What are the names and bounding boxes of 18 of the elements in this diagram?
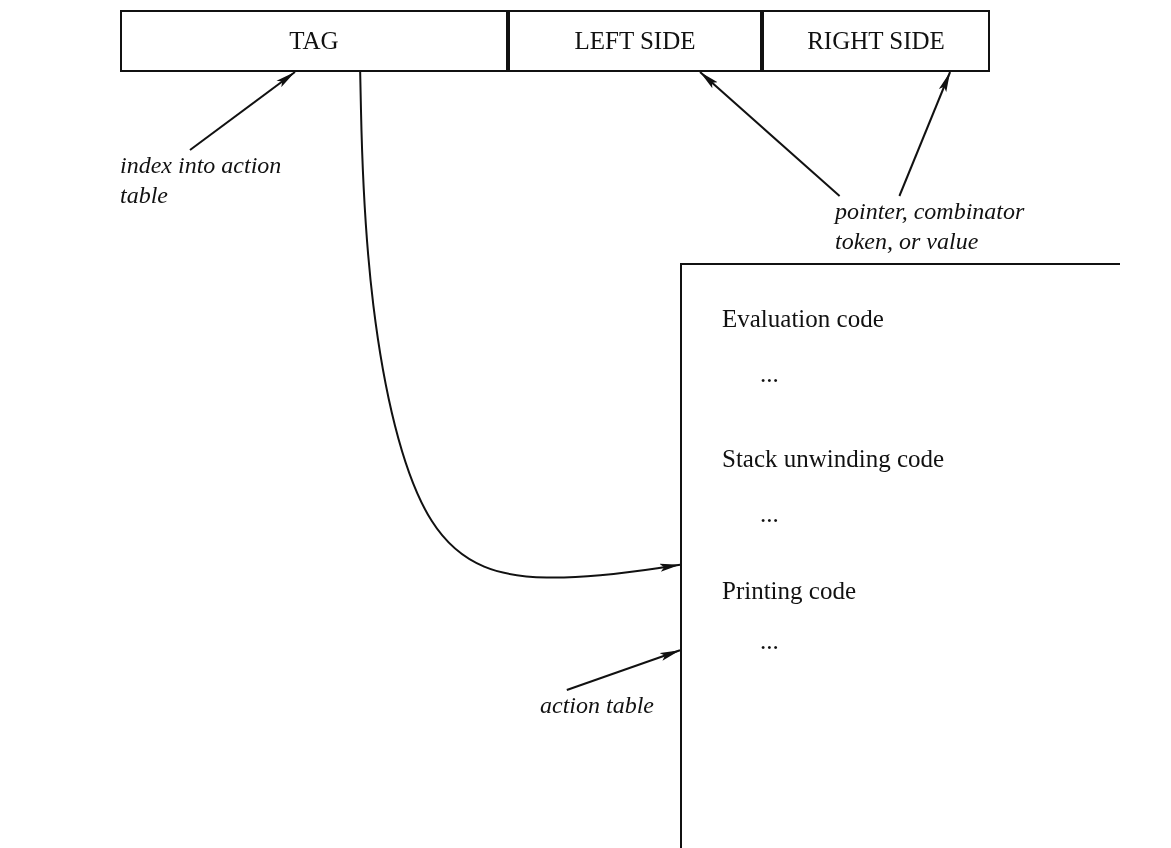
tag-field-box: TAG xyxy=(120,10,508,72)
right-side-field-box: RIGHT SIDE xyxy=(762,10,990,72)
ellipsis: ... xyxy=(760,360,779,388)
annotation-text: index into action table xyxy=(120,150,320,220)
code-section-label: Printing code xyxy=(722,577,856,605)
arrow xyxy=(565,649,681,691)
code-section-label: Evaluation code xyxy=(722,305,884,333)
annotation-text: pointer, combinator token, or value xyxy=(835,196,1065,258)
left-side-field-box: LEFT SIDE xyxy=(508,10,762,72)
arrow xyxy=(359,71,681,579)
arrow xyxy=(189,71,296,151)
annotation-text: action table xyxy=(540,690,674,726)
ellipsis: ... xyxy=(760,627,779,655)
ellipsis: ... xyxy=(760,500,779,528)
arrow xyxy=(699,71,841,197)
arrow xyxy=(898,71,952,197)
code-section-label: Stack unwinding code xyxy=(722,445,945,473)
action-table-box xyxy=(680,263,1120,848)
